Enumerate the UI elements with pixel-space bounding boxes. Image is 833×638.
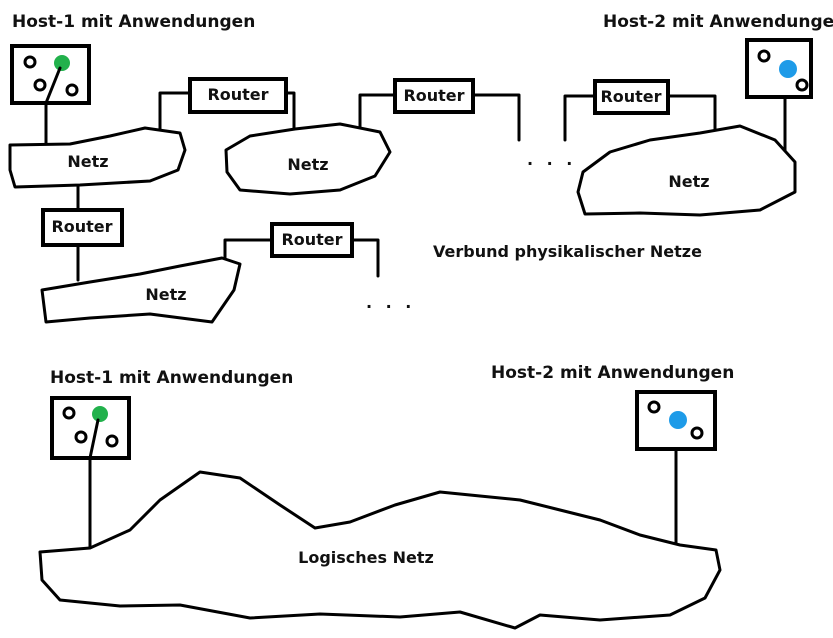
host1-bottom-port bbox=[62, 406, 76, 420]
physical-networks-caption: Verbund physikalischer Netze bbox=[433, 242, 702, 261]
link-net1-router1 bbox=[158, 91, 192, 135]
link-router3-net3 bbox=[666, 94, 717, 134]
host2-top bbox=[745, 38, 813, 152]
host2-bottom-label: Host-2 mit Anwendungen bbox=[491, 363, 734, 383]
host1-top-port bbox=[33, 78, 47, 92]
host1-bottom bbox=[50, 396, 131, 460]
network-cloud-3 bbox=[576, 124, 797, 217]
link-router2-open bbox=[471, 93, 521, 142]
link-net4-router5 bbox=[223, 238, 274, 260]
network-cloud-2 bbox=[224, 122, 392, 196]
logical-network-label: Logisches Netz bbox=[298, 548, 434, 567]
host2-bottom-app-dot bbox=[669, 411, 687, 429]
ellipsis-2: . . . bbox=[366, 293, 415, 312]
router-5-label: Router bbox=[281, 230, 342, 249]
host1-bottom-port bbox=[74, 430, 88, 444]
host2-bottom-port bbox=[647, 400, 661, 414]
network-cloud-4 bbox=[40, 256, 242, 324]
router-1-label: Router bbox=[207, 85, 268, 104]
ellipsis-1: . . . bbox=[527, 150, 576, 169]
host1-bottom-port bbox=[105, 434, 119, 448]
host2-top-port bbox=[795, 78, 809, 92]
network-4-label: Netz bbox=[145, 285, 186, 304]
router-2-box bbox=[393, 78, 475, 114]
host2-bottom bbox=[635, 390, 717, 451]
top-links bbox=[76, 91, 717, 282]
host1-bottom-label: Host-1 mit Anwendungen bbox=[50, 368, 293, 388]
router-1-box bbox=[188, 77, 288, 114]
link-router5-open bbox=[350, 238, 380, 278]
host1-bottom-app-wire bbox=[88, 418, 100, 460]
host2-top-app-dot bbox=[779, 60, 797, 78]
host1-top-app-dot bbox=[54, 55, 70, 71]
router-5-box bbox=[270, 222, 354, 258]
link-open-router3 bbox=[563, 94, 597, 142]
router-2-label: Router bbox=[403, 86, 464, 105]
host2-top-port bbox=[757, 49, 771, 63]
host1-top-port bbox=[65, 83, 79, 97]
host2-top-label: Host-2 mit Anwendungen bbox=[603, 12, 833, 32]
host1-top-app-wire bbox=[44, 66, 62, 105]
network-cloud-1 bbox=[8, 126, 187, 189]
router-3-label: Router bbox=[600, 87, 661, 106]
router-2: Router bbox=[393, 78, 475, 114]
link-net2-router2 bbox=[358, 93, 397, 139]
router-4: Router bbox=[41, 208, 124, 247]
host2-bottom-box bbox=[635, 390, 717, 451]
host1-top bbox=[10, 44, 91, 145]
host1-bottom-app-dot bbox=[92, 406, 108, 422]
router-3: Router bbox=[593, 79, 670, 115]
logical-network-cloud bbox=[38, 470, 722, 630]
router-3-box bbox=[593, 79, 670, 115]
router-4-box bbox=[41, 208, 124, 247]
host1-top-port bbox=[23, 55, 37, 69]
router-5: Router bbox=[270, 222, 354, 258]
network-2-label: Netz bbox=[287, 155, 328, 174]
router-4-label: Router bbox=[51, 217, 112, 236]
link-router1-net2 bbox=[284, 91, 296, 132]
host1-top-label: Host-1 mit Anwendungen bbox=[12, 12, 255, 32]
network-1-label: Netz bbox=[67, 152, 108, 171]
host2-bottom-port bbox=[690, 426, 704, 440]
router-1: Router bbox=[188, 77, 288, 114]
network-3-label: Netz bbox=[668, 172, 709, 191]
